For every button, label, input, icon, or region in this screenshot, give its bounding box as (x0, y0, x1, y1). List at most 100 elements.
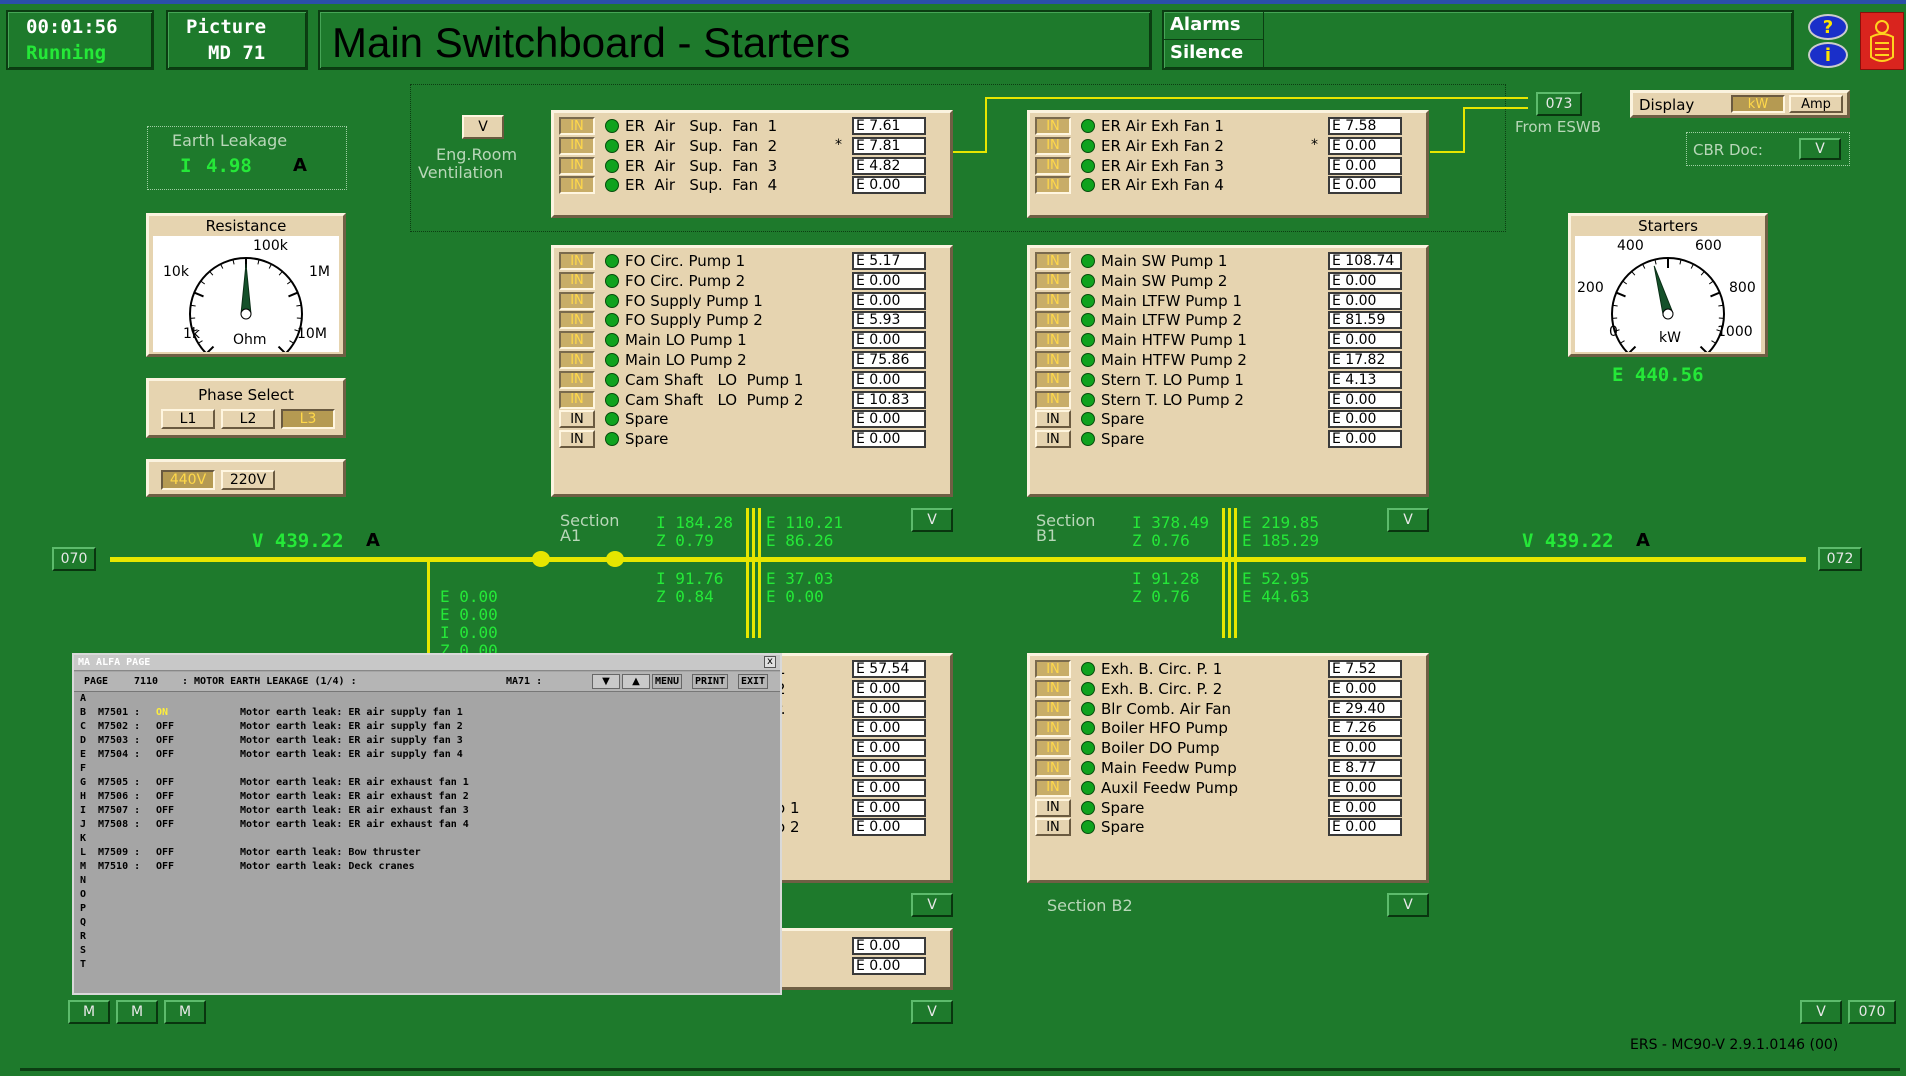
alfa-row-letter: D (80, 735, 87, 746)
a1-v-button[interactable]: V (911, 508, 953, 532)
alfa-row-state[interactable]: OFF (156, 791, 175, 802)
starter-row: IN Cam Shaft LO Pump 1 (559, 370, 949, 390)
starter-in-button[interactable]: IN (1035, 390, 1071, 409)
bus-tie-breaker-2[interactable] (606, 551, 624, 567)
resistance-tick-1M: 1M (309, 264, 330, 280)
starters-total: E 440.56 (1612, 364, 1704, 386)
starters-tick (1679, 259, 1682, 265)
starter-in-button[interactable]: IN (1035, 719, 1071, 738)
starter-in-button[interactable]: IN (559, 291, 595, 310)
starter-in-button[interactable]: IN (1035, 331, 1071, 350)
bus-tie-breaker-1[interactable] (532, 551, 550, 567)
busbar-right-link[interactable]: 072 (1818, 547, 1862, 571)
starter-in-button[interactable]: IN (1035, 679, 1071, 698)
starter-in-button[interactable]: IN (1035, 136, 1071, 155)
display-kw-button[interactable]: kW (1731, 95, 1785, 113)
starter-name: Spare (625, 410, 669, 429)
starter-in-button[interactable]: IN (1035, 410, 1071, 429)
alfa-menu-button[interactable]: MENU (652, 674, 683, 689)
starter-in-button[interactable]: IN (1035, 370, 1071, 389)
starter-in-button[interactable]: IN (1035, 176, 1071, 195)
starter-in-button[interactable]: IN (559, 331, 595, 350)
alfa-row-letter: E (80, 749, 87, 760)
alfa-row-state[interactable]: OFF (156, 847, 175, 858)
a2-v-button[interactable]: V (911, 893, 953, 917)
starter-in-button[interactable]: IN (1035, 818, 1071, 837)
starter-in-button[interactable]: IN (559, 176, 595, 195)
starter-in-button[interactable]: IN (1035, 699, 1071, 718)
starter-in-button[interactable]: IN (1035, 117, 1071, 135)
resistance-dial-svg (189, 257, 303, 355)
main-busbar (110, 557, 1806, 562)
starter-in-button[interactable]: IN (559, 252, 595, 270)
starter-in-button[interactable]: IN (1035, 156, 1071, 175)
silence-button[interactable]: Silence (1164, 40, 1264, 68)
phase-l1-button[interactable]: L1 (161, 409, 215, 429)
b1-v-button[interactable]: V (1387, 508, 1429, 532)
alfa-row-state[interactable]: OFF (156, 721, 175, 732)
starter-in-button[interactable]: IN (1035, 778, 1071, 797)
ventilation-group (410, 84, 1506, 232)
voltage-440-button[interactable]: 440V (161, 470, 215, 490)
alfa-row-state[interactable]: OFF (156, 861, 175, 872)
help-icon[interactable]: ? (1808, 14, 1848, 40)
starter-in-button[interactable]: IN (1035, 759, 1071, 777)
starter-in-button[interactable]: IN (559, 136, 595, 155)
starter-in-button[interactable]: IN (559, 351, 595, 369)
starter-in-button[interactable]: IN (1035, 660, 1071, 678)
starter-in-button[interactable]: IN (559, 410, 595, 429)
starter-in-button[interactable]: IN (1035, 311, 1071, 330)
m-button-3[interactable]: M (164, 1000, 206, 1024)
alfa-row-state[interactable]: ON (156, 707, 169, 718)
starter-in-button[interactable]: IN (1035, 430, 1071, 449)
m-button-1[interactable]: M (68, 1000, 110, 1024)
alfa-exit-button[interactable]: EXIT (738, 674, 769, 689)
starter-in-button[interactable]: IN (1035, 798, 1071, 817)
starter-name: Cam Shaft LO Pump 1 (625, 370, 804, 389)
starter-name: Main SW Pump 1 (1101, 252, 1228, 270)
alfa-row-state[interactable]: OFF (156, 805, 175, 816)
starter-in-button[interactable]: IN (559, 390, 595, 409)
alfa-row-state[interactable]: OFF (156, 819, 175, 830)
vent-v-button[interactable]: V (462, 115, 504, 139)
alfa-print-button[interactable]: PRINT (692, 674, 729, 689)
starter-in-button[interactable]: IN (559, 430, 595, 449)
alfa-page-up-icon[interactable]: ▲ (622, 674, 650, 689)
starter-in-button[interactable]: IN (1035, 271, 1071, 290)
starter-in-button[interactable]: IN (559, 370, 595, 389)
busbar-left-link[interactable]: 070 (52, 547, 96, 571)
starter-in-button[interactable]: IN (1035, 351, 1071, 369)
alfa-row-state[interactable]: OFF (156, 777, 175, 788)
starter-in-button[interactable]: IN (559, 271, 595, 290)
starter-in-button[interactable]: IN (559, 117, 595, 135)
starter-in-button[interactable]: IN (1035, 291, 1071, 310)
alfa-row-state[interactable]: OFF (156, 735, 175, 746)
alfa-page-down-icon[interactable]: ▼ (592, 674, 620, 689)
starter-in-button[interactable]: IN (559, 156, 595, 175)
starter-in-button[interactable]: IN (559, 311, 595, 330)
alfa-row-letter: G (80, 777, 87, 788)
alfa-row-state[interactable]: OFF (156, 749, 175, 760)
phase-l3-button[interactable]: L3 (281, 409, 335, 429)
starters-tick (1612, 304, 1618, 307)
starter-in-button[interactable]: IN (1035, 252, 1071, 270)
right-v-button[interactable]: V (1800, 1000, 1842, 1024)
starter-in-button[interactable]: IN (1035, 739, 1071, 758)
cbr-doc-button[interactable]: V (1799, 138, 1841, 160)
starter-value: E 108.74 (1328, 252, 1402, 270)
info-icon[interactable]: i (1808, 42, 1848, 68)
alarms-button[interactable]: Alarms (1164, 12, 1264, 40)
alfa-close-icon[interactable]: x (764, 656, 776, 668)
a3-v-button[interactable]: V (911, 1000, 953, 1024)
alfa-titlebar[interactable]: MA ALFA PAGE x (74, 655, 780, 671)
phase-l2-button[interactable]: L2 (221, 409, 275, 429)
run-lamp-icon (1081, 412, 1095, 427)
voltage-220-button[interactable]: 220V (221, 470, 275, 490)
bottom-right-link[interactable]: 070 (1848, 1000, 1896, 1024)
m-button-2[interactable]: M (116, 1000, 158, 1024)
eswb-link-button[interactable]: 073 (1536, 92, 1582, 116)
display-amp-button[interactable]: Amp (1789, 95, 1843, 113)
alfa-row-letter: M (80, 861, 87, 872)
b2-v-button[interactable]: V (1387, 893, 1429, 917)
alfa-page-window[interactable]: MA ALFA PAGE x PAGE 7110 : MOTOR EARTH L… (72, 653, 782, 995)
